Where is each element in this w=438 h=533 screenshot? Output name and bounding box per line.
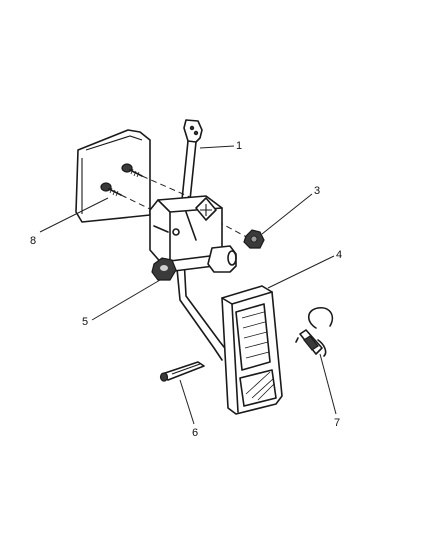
mounting-bolt-upper xyxy=(121,163,143,178)
pivot-shaft xyxy=(161,245,237,273)
bolt-axis-lower xyxy=(120,194,153,211)
leader-6 xyxy=(179,379,195,425)
pedal-pad xyxy=(221,285,283,415)
pivot-nut xyxy=(151,257,177,281)
leader-8 xyxy=(39,197,109,233)
leader-4 xyxy=(267,255,335,289)
pedal-bracket xyxy=(149,195,223,269)
bracket-nut xyxy=(243,229,265,249)
callout-8: 8 xyxy=(30,235,36,247)
mounting-bolt-lower xyxy=(100,182,122,197)
retaining-clip xyxy=(295,306,334,357)
leader-1 xyxy=(199,145,235,149)
leader-7 xyxy=(319,353,337,415)
callout-1: 1 xyxy=(236,140,242,152)
callout-4: 4 xyxy=(336,249,342,261)
pedal-pin xyxy=(159,361,205,382)
callout-6: 6 xyxy=(192,427,198,439)
callout-7: 7 xyxy=(334,417,340,429)
leader-3 xyxy=(261,193,313,235)
leader-5 xyxy=(91,279,161,321)
callout-3: 3 xyxy=(314,185,320,197)
callout-5: 5 xyxy=(82,316,88,328)
